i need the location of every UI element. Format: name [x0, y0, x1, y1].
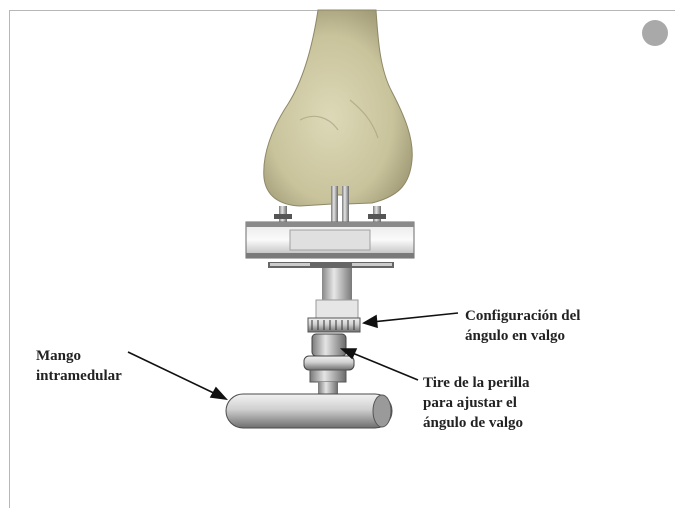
label-line: para ajustar el — [423, 393, 530, 413]
adjust-knob — [312, 334, 346, 356]
label-line: ángulo de valgo — [423, 413, 530, 433]
label-intramedullary-handle: Mango intramedular — [36, 346, 122, 386]
label-line: Configuración del — [465, 306, 580, 326]
label-line: ángulo en valgo — [465, 326, 580, 346]
label-line: Tire de la perilla — [423, 373, 530, 393]
im-handle — [226, 394, 392, 428]
label-line: intramedular — [36, 366, 122, 386]
femur-bone — [264, 10, 413, 206]
label-line: Mango — [36, 346, 122, 366]
label-valgus-angle-setting: Configuración del ángulo en valgo — [465, 306, 580, 346]
valgus-dial — [308, 318, 360, 332]
label-pull-knob: Tire de la perilla para ajustar el ángul… — [423, 373, 530, 433]
